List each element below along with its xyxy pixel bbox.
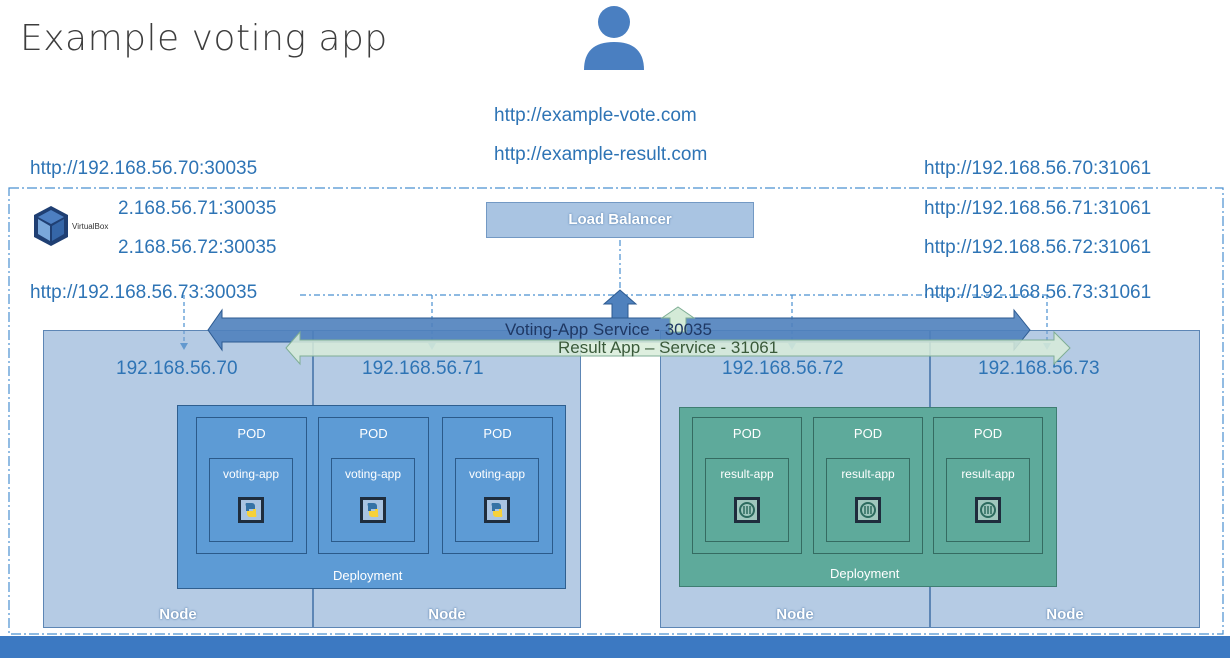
result-app-container[interactable]: result-app (826, 458, 910, 542)
virtualbox-badge: VirtualBox (28, 202, 118, 252)
node-url-left-4[interactable]: http://192.168.56.73:30035 (30, 282, 258, 303)
result-app-container[interactable]: result-app (705, 458, 789, 542)
node-label: Node (776, 606, 814, 623)
node-url-right-4[interactable]: http://192.168.56.73:31061 (924, 282, 1152, 303)
container-icon (855, 497, 881, 523)
pod-title: POD (853, 426, 883, 441)
pod-title: POD (732, 426, 762, 441)
user-icon (584, 6, 644, 70)
app-title: result-app (841, 467, 895, 481)
result-url[interactable]: http://example-result.com (494, 144, 708, 165)
container-icon (734, 497, 760, 523)
python-icon (360, 497, 386, 523)
node-label: Node (428, 606, 466, 623)
page-title: Example voting app (20, 18, 388, 59)
voting-service-label: Voting-App Service - 30035 (505, 320, 712, 339)
result-pod-1[interactable]: POD result-app (692, 417, 802, 554)
result-pod-2[interactable]: POD result-app (813, 417, 923, 554)
python-icon (484, 497, 510, 523)
pod-title: POD (359, 426, 388, 441)
deployment-label: Deployment (333, 568, 403, 583)
node-url-left-1[interactable]: http://192.168.56.70:30035 (30, 158, 258, 179)
pod-title: POD (973, 426, 1003, 441)
voting-pod-2[interactable]: POD voting-app (318, 417, 429, 554)
node-ip-3: 192.168.56.72 (722, 358, 844, 379)
voting-app-container[interactable]: voting-app (331, 458, 415, 542)
result-app-container[interactable]: result-app (946, 458, 1030, 542)
app-title: voting-app (344, 467, 402, 481)
virtualbox-icon (34, 206, 68, 246)
node-label: Node (1046, 606, 1084, 623)
node-label: Node (159, 606, 197, 623)
node-url-left-3[interactable]: 2.168.56.72:30035 (118, 237, 277, 258)
node-url-right-3[interactable]: http://192.168.56.72:31061 (924, 237, 1152, 258)
voting-pod-1[interactable]: POD voting-app (196, 417, 307, 554)
result-service-label: Result App – Service - 31061 (558, 338, 779, 357)
node-ip-4: 192.168.56.73 (978, 358, 1100, 379)
bottom-bar (0, 636, 1230, 658)
voting-app-container[interactable]: voting-app (209, 458, 293, 542)
app-title: voting-app (468, 467, 526, 481)
python-icon (238, 497, 264, 523)
deployment-label: Deployment (830, 566, 900, 581)
voting-app-container[interactable]: voting-app (455, 458, 539, 542)
virtualbox-label: VirtualBox (72, 222, 109, 231)
result-pod-3[interactable]: POD result-app (933, 417, 1043, 554)
vote-url[interactable]: http://example-vote.com (494, 105, 697, 126)
node-ip-1: 192.168.56.70 (116, 358, 238, 379)
pod-title: POD (483, 426, 512, 441)
node-url-right-1[interactable]: http://192.168.56.70:31061 (924, 158, 1152, 179)
app-title: result-app (961, 467, 1015, 481)
node-ip-2: 192.168.56.71 (362, 358, 484, 379)
load-balancer[interactable]: Load Balancer (486, 202, 754, 238)
node-url-right-2[interactable]: http://192.168.56.71:31061 (924, 198, 1152, 219)
container-icon (975, 497, 1001, 523)
voting-pod-3[interactable]: POD voting-app (442, 417, 553, 554)
node-url-left-2[interactable]: 2.168.56.71:30035 (118, 198, 277, 219)
pod-title: POD (237, 426, 266, 441)
app-title: voting-app (222, 467, 280, 481)
app-title: result-app (720, 467, 774, 481)
